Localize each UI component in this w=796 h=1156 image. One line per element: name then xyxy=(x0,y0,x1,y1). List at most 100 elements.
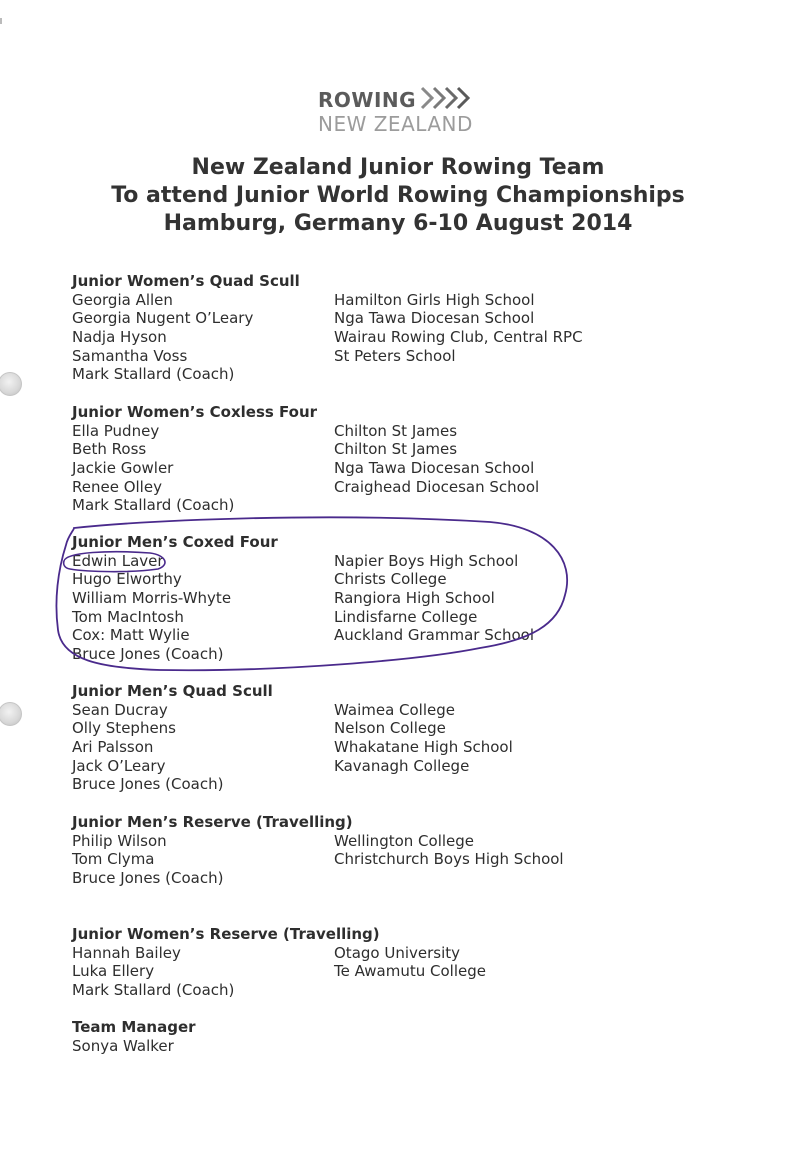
athlete-school: Hamilton Girls High School xyxy=(334,290,535,309)
coach-name: Bruce Jones (Coach) xyxy=(72,775,224,794)
roster-row: Edwin Laver Napier Boys High School xyxy=(72,552,672,571)
title-line-2: To attend Junior World Rowing Championsh… xyxy=(111,183,685,208)
section-men-quad-scull: Junior Men’s Quad Scull Sean Ducray Waime… xyxy=(72,682,672,794)
roster-row: Ari Palsson Whakatane High School xyxy=(72,738,672,757)
athlete-name: Beth Ross xyxy=(72,440,147,459)
athlete-name: William Morris-Whyte xyxy=(72,589,232,608)
athlete-school: Nga Tawa Diocesan School xyxy=(334,309,535,328)
section-women-reserve: Junior Women’s Reserve (Travelling) Hann… xyxy=(72,925,672,1000)
coach-name: Bruce Jones (Coach) xyxy=(72,645,224,664)
athlete-name: Ella Pudney xyxy=(72,421,160,440)
athlete-name: Cox: Matt Wylie xyxy=(72,626,190,645)
roster-row: Olly Stephens Nelson College xyxy=(72,719,672,738)
athlete-name: Hugo Elworthy xyxy=(72,570,182,589)
athlete-name: Renee Olley xyxy=(72,477,162,496)
athlete-school: Otago University xyxy=(334,943,461,962)
section-heading: Junior Women’s Coxless Four xyxy=(72,403,318,421)
roster-row: Beth Ross Chilton St James xyxy=(72,440,672,459)
athlete-name: Georgia Nugent O’Leary xyxy=(72,309,254,328)
athlete-name: Nadja Hyson xyxy=(72,328,167,347)
athlete-name: Edwin Laver xyxy=(72,551,164,570)
roster-row: Tom Clyma Christchurch Boys High School xyxy=(72,850,672,869)
roster-row: Sean Ducray Waimea College xyxy=(72,701,672,720)
section-heading: Junior Men’s Quad Scull xyxy=(72,682,273,700)
athlete-school: Chilton St James xyxy=(334,421,458,440)
athlete-school: Te Awamutu College xyxy=(334,962,486,981)
hole-punch-upper xyxy=(0,372,22,396)
section-women-quad-scull: Junior Women’s Quad Scull Georgia Allen H… xyxy=(72,272,672,384)
athlete-name: Tom Clyma xyxy=(72,850,155,869)
athlete-school: Craighead Diocesan School xyxy=(334,477,540,496)
logo-text-new-zealand: NEW ZEALAND xyxy=(318,112,473,136)
roster-row: Cox: Matt Wylie Auckland Grammar School xyxy=(72,626,672,645)
athlete-school: Wellington College xyxy=(334,831,475,850)
roster-row: Mark Stallard (Coach) xyxy=(72,981,672,1000)
athlete-name: Ari Palsson xyxy=(72,738,154,757)
roster-row: Bruce Jones (Coach) xyxy=(72,775,672,794)
roster-row: Mark Stallard (Coach) xyxy=(72,496,672,515)
athlete-school: Whakatane High School xyxy=(334,738,513,757)
coach-name: Mark Stallard (Coach) xyxy=(72,496,235,515)
roster-row: Jackie Gowler Nga Tawa Diocesan School xyxy=(72,459,672,478)
title-line-3: Hamburg, Germany 6-10 August 2014 xyxy=(163,211,633,236)
document-title: New Zealand Junior Rowing Team To attend… xyxy=(0,154,796,238)
roster-row: Hugo Elworthy Christs College xyxy=(72,570,672,589)
athlete-name: Philip Wilson xyxy=(72,831,167,850)
athlete-school: Christs College xyxy=(334,570,447,589)
roster-row: Luka Ellery Te Awamutu College xyxy=(72,962,672,981)
coxed-four-circle-mark xyxy=(55,516,568,672)
roster-row: Georgia Nugent O’Leary Nga Tawa Diocesan … xyxy=(72,309,672,328)
athlete-name: Georgia Allen xyxy=(72,290,173,309)
roster-row: Georgia Allen Hamilton Girls High School xyxy=(72,291,672,310)
roster-row: Bruce Jones (Coach) xyxy=(72,869,672,888)
section-team-manager: Team Manager Sonya Walker xyxy=(72,1018,672,1055)
roster-row: Tom MacIntosh Lindisfarne College xyxy=(72,608,672,627)
hole-punch-lower xyxy=(0,702,22,726)
rowing-nz-logo: ROWING NEW ZEALAND xyxy=(318,84,508,138)
athlete-school: St Peters School xyxy=(334,346,456,365)
roster-row: Samantha Voss St Peters School xyxy=(72,347,672,366)
athlete-school: Lindisfarne College xyxy=(334,607,478,626)
athlete-name: Jackie Gowler xyxy=(72,459,174,478)
roster-row: Renee Olley Craighead Diocesan School xyxy=(72,478,672,497)
coach-name: Bruce Jones (Coach) xyxy=(72,869,224,888)
coach-name: Mark Stallard (Coach) xyxy=(72,981,235,1000)
page-edge-mark xyxy=(0,18,2,24)
logo-text-rowing: ROWING xyxy=(318,88,417,112)
section-heading: Junior Women’s Reserve (Travelling) xyxy=(72,925,380,943)
logo-chevrons-icon xyxy=(420,86,471,110)
roster-row: Ella Pudney Chilton St James xyxy=(72,422,672,441)
athlete-school: Christchurch Boys High School xyxy=(334,850,564,869)
manager-name: Sonya Walker xyxy=(72,1036,174,1055)
athlete-name: Jack O’Leary xyxy=(72,756,166,775)
section-men-reserve: Junior Men’s Reserve (Travelling) Philip… xyxy=(72,813,672,888)
athlete-name: Olly Stephens xyxy=(72,719,176,738)
athlete-school: Wairau Rowing Club, Central RPC xyxy=(334,328,583,347)
roster-row: Jack O’Leary Kavanagh College xyxy=(72,757,672,776)
roster-row: William Morris-Whyte Rangiora High School xyxy=(72,589,672,608)
section-heading: Team Manager xyxy=(72,1018,196,1036)
athlete-school: Nga Tawa Diocesan School xyxy=(334,459,535,478)
athlete-school: Waimea College xyxy=(334,700,455,719)
athlete-name: Sean Ducray xyxy=(72,700,168,719)
edwin-laver-circle-mark xyxy=(62,550,166,573)
section-heading: Junior Women’s Quad Scull xyxy=(72,272,300,290)
athlete-name: Samantha Voss xyxy=(72,346,188,365)
athlete-school: Kavanagh College xyxy=(334,756,470,775)
roster-row: Philip Wilson Wellington College xyxy=(72,832,672,851)
athlete-name: Tom MacIntosh xyxy=(72,607,184,626)
athlete-school: Napier Boys High School xyxy=(334,551,519,570)
roster-row: Bruce Jones (Coach) xyxy=(72,645,672,664)
athlete-school: Rangiora High School xyxy=(334,589,495,608)
athlete-name: Luka Ellery xyxy=(72,962,155,981)
roster-row: Sonya Walker xyxy=(72,1037,672,1056)
athlete-school: Nelson College xyxy=(334,719,446,738)
athlete-school: Chilton St James xyxy=(334,440,458,459)
section-heading: Junior Men’s Reserve (Travelling) xyxy=(72,813,353,831)
roster-row: Nadja Hyson Wairau Rowing Club, Central R… xyxy=(72,328,672,347)
athlete-school: Auckland Grammar School xyxy=(334,626,534,645)
